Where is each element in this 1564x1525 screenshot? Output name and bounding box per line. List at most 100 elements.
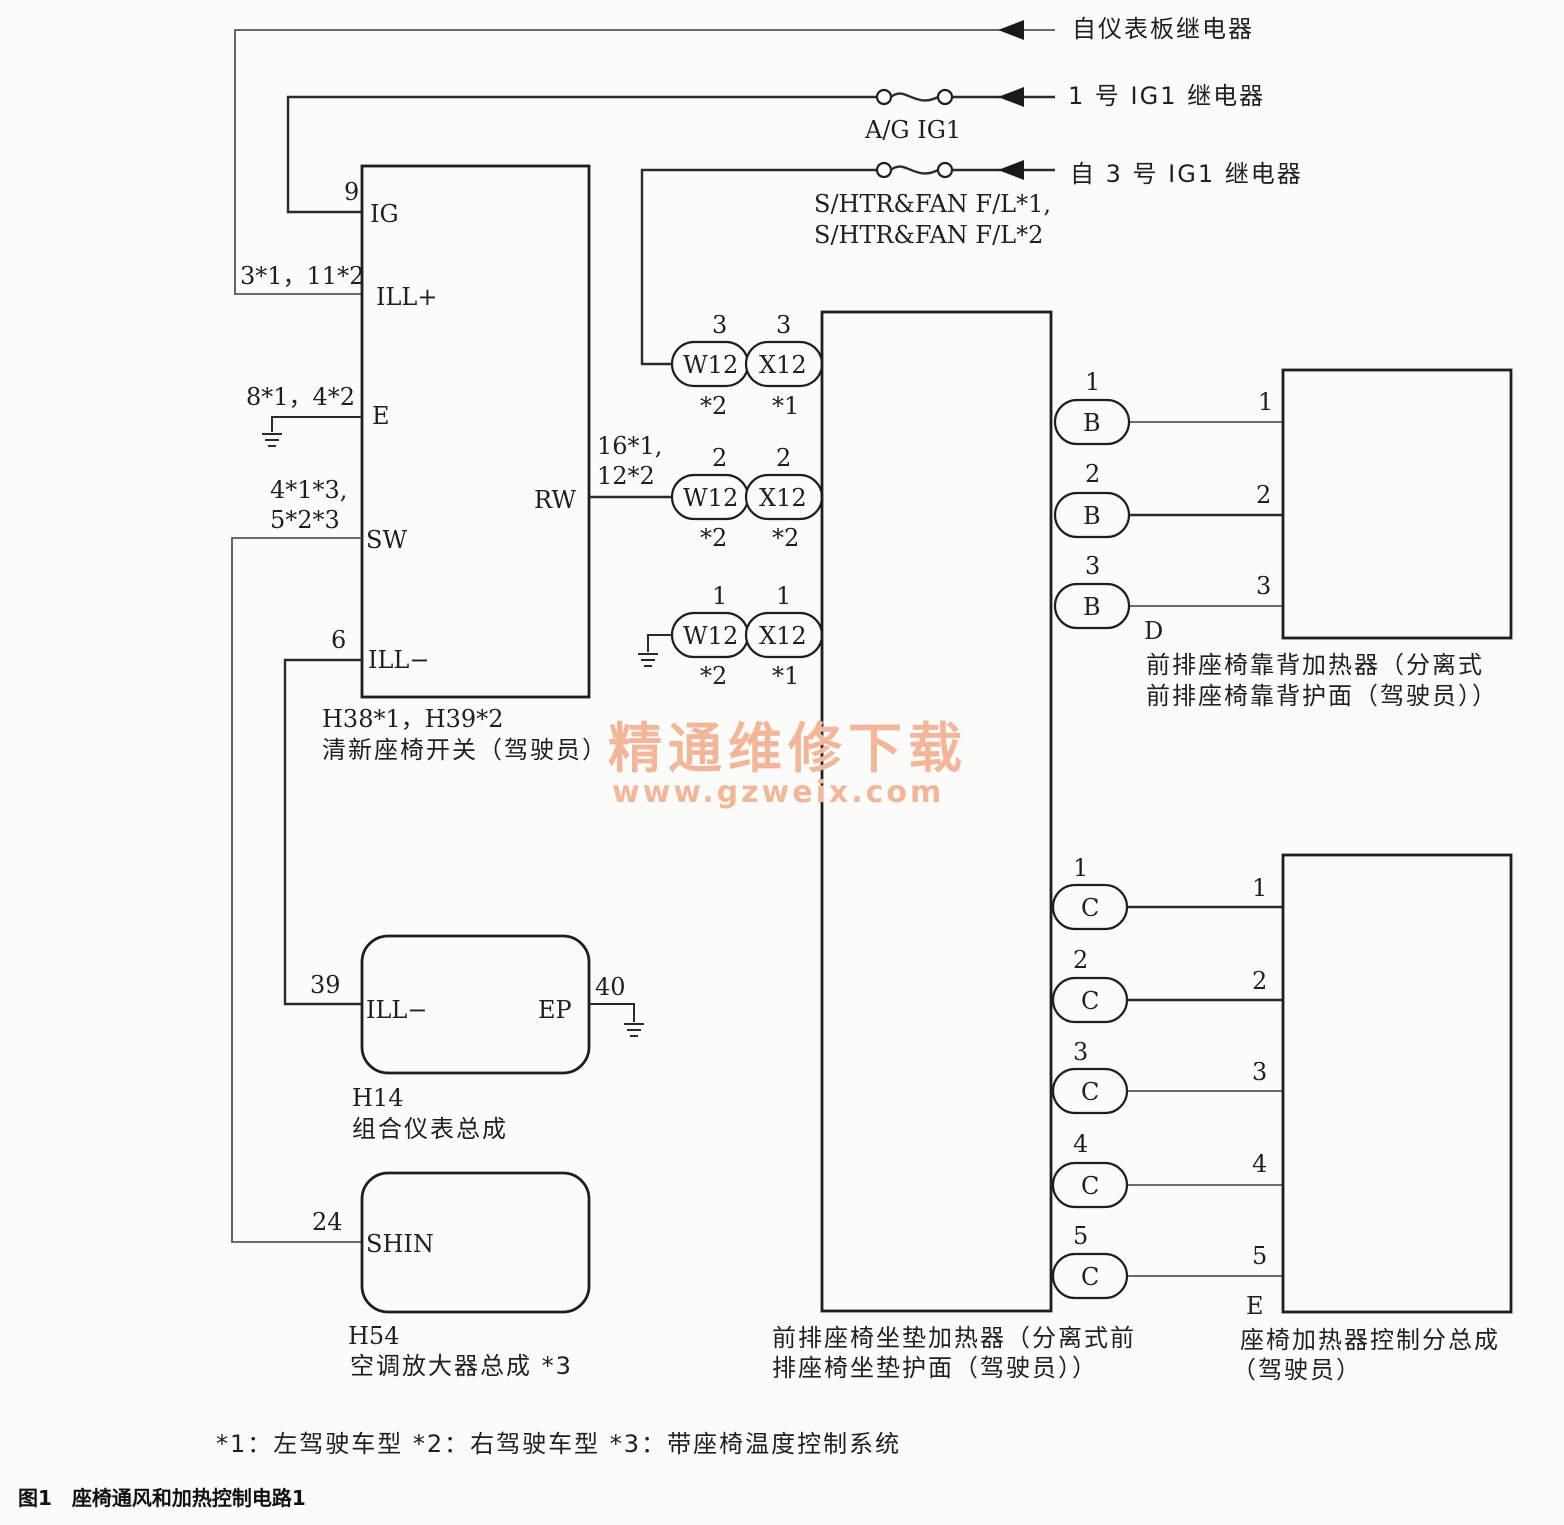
- meter-pin-illm-label: ILL−: [366, 996, 427, 1024]
- meter-pin-ep-number: 40: [595, 973, 626, 1001]
- b-label: B: [1083, 502, 1101, 530]
- c-label: C: [1081, 894, 1099, 922]
- ground-icon: [262, 416, 362, 447]
- c-pin: 1: [1073, 854, 1088, 882]
- pin-rw-number-1: 16*1,: [597, 432, 662, 460]
- b-label: B: [1083, 409, 1101, 437]
- meter-name: 组合仪表总成: [352, 1115, 508, 1143]
- b-connector-3: [1053, 582, 1131, 630]
- b-connectors: B B B 1 2 3 1 2 3: [1053, 368, 1283, 630]
- w12-note: *2: [700, 524, 727, 552]
- b-pin: 2: [1085, 460, 1100, 488]
- c-connectors: C C C C C 1 2 3 4 5 1 2 3 4 5: [1051, 854, 1283, 1300]
- controller-pin: 1: [1252, 874, 1267, 902]
- panel-relay-label: 自仪表板继电器: [1072, 15, 1254, 43]
- fuse-icon: [875, 88, 954, 106]
- pin-ig-number: 9: [344, 178, 359, 206]
- figure-caption: 图1 座椅通风和加热控制电路1: [18, 1486, 306, 1510]
- arrow-icon: [998, 160, 1024, 180]
- footnotes: *1：左驾驶车型 *2：右驾驶车型 *3：带座椅温度控制系统: [216, 1430, 901, 1458]
- b-connector-2: [1053, 491, 1131, 539]
- shtr-fuse-label-2: S/HTR&FAN F/L*2: [814, 221, 1043, 249]
- c-label: C: [1081, 987, 1099, 1015]
- meter-pin-illm-number: 39: [310, 971, 341, 999]
- watermark-url: www.gzweix.com: [612, 775, 944, 810]
- c-pin: 5: [1073, 1222, 1088, 1250]
- c-connector-2: [1051, 976, 1129, 1024]
- cushion-heater: 前排座椅坐垫加热器（分离式前 排座椅坐垫护面（驾驶员））: [772, 310, 1136, 1382]
- pin-e-number: 8*1，4*2: [246, 383, 355, 411]
- c-label: C: [1081, 1172, 1099, 1200]
- shtr-fuse-label-1: S/HTR&FAN F/L*1,: [814, 190, 1051, 218]
- amp-name: 空调放大器总成 *3: [350, 1352, 573, 1380]
- pin-ig-label: IG: [370, 200, 399, 228]
- meter-id: H14: [352, 1084, 403, 1112]
- back-heater-pin: 3: [1256, 572, 1271, 600]
- c-connector-5: [1051, 1252, 1129, 1300]
- pin-rw-number-2: 12*2: [597, 462, 655, 490]
- switch-id: H38*1，H39*2: [322, 705, 503, 733]
- b-pin: 3: [1085, 552, 1100, 580]
- controller-name-2: （驾驶员）: [1232, 1356, 1362, 1384]
- c-label: C: [1081, 1263, 1099, 1291]
- back-heater: D 前排座椅靠背加热器（分离式 前排座椅靠背护面（驾驶员））: [1144, 368, 1513, 710]
- controller-pin: 2: [1252, 967, 1267, 995]
- b-label: B: [1083, 593, 1101, 621]
- back-heater-name-1: 前排座椅靠背加热器（分离式: [1146, 651, 1484, 679]
- c-label: C: [1081, 1078, 1099, 1106]
- cushion-heater-name-1: 前排座椅坐垫加热器（分离式前: [772, 1324, 1136, 1352]
- pin-rw-label: RW: [534, 486, 577, 514]
- connector-w12-x12-row1: W12 X12 3 3 *2 *1: [670, 311, 824, 420]
- connector-w12-x12-row3: W12 X12 1 1 *2 *1: [670, 582, 824, 690]
- pin-sw-number-1: 4*1*3,: [270, 476, 347, 504]
- ig1-relay-1-label: 1 号 IG1 继电器: [1068, 82, 1265, 110]
- controller-pin: 4: [1252, 1150, 1267, 1178]
- connector-w12-x12-row2: W12 X12 2 2 *2 *2: [670, 444, 824, 552]
- fuse-icon: [875, 161, 954, 179]
- ill-minus-wire: [283, 658, 362, 1006]
- pin-illp-label: ILL+: [376, 283, 437, 311]
- pin-sw-label: SW: [366, 526, 407, 554]
- fresh-seat-switch: 9 IG 3*1，11*2 ILL+ 8*1，4*2 E 4*1*3, 5*2*…: [240, 164, 662, 764]
- arrow-icon: [998, 20, 1024, 40]
- back-heater-name-2: 前排座椅靠背护面（驾驶员））: [1146, 682, 1498, 710]
- meter-pin-ep-label: EP: [538, 996, 572, 1024]
- x12-pin: 1: [776, 582, 791, 610]
- x12-note: *2: [772, 524, 799, 552]
- w12-label: W12: [683, 351, 738, 379]
- ag-ig1-fuse-label: A/G IG1: [864, 116, 961, 144]
- w12-label: W12: [683, 622, 738, 650]
- x12-label: X12: [759, 622, 807, 650]
- back-heater-pin: 1: [1258, 388, 1273, 416]
- pin-illm-number: 6: [331, 626, 346, 654]
- panel-relay-feed: 自仪表板继电器: [234, 15, 1254, 295]
- seat-heater-controller: E 座椅加热器控制分总成 （驾驶员）: [1232, 853, 1513, 1384]
- ig1-relay-3-feed: 自 3 号 IG1 继电器 S/HTR&FAN F/L*1, S/HTR&FAN…: [640, 160, 1303, 366]
- combination-meter: 39 ILL− 40 EP H14 组合仪表总成: [310, 934, 626, 1143]
- ground-icon: [638, 634, 672, 667]
- c-connector-1: [1051, 883, 1129, 931]
- back-heater-id: D: [1144, 617, 1163, 645]
- pin-sw-number-2: 5*2*3: [270, 506, 340, 534]
- x12-pin: 3: [776, 311, 791, 339]
- ground-icon: [589, 1003, 644, 1037]
- w12-label: W12: [683, 484, 738, 512]
- ig1-relay-3-label: 自 3 号 IG1 继电器: [1070, 160, 1303, 188]
- x12-label: X12: [759, 484, 807, 512]
- arrow-icon: [998, 87, 1024, 107]
- w12-note: *2: [700, 392, 727, 420]
- ig1-relay-1-feed: 1 号 IG1 继电器 A/G IG1: [286, 82, 1265, 214]
- c-pin: 2: [1073, 946, 1088, 974]
- w12-pin: 2: [712, 444, 727, 472]
- pin-illp-number: 3*1，11*2: [240, 262, 364, 290]
- c-pin: 4: [1073, 1130, 1088, 1158]
- w12-pin: 1: [712, 582, 727, 610]
- controller-name-1: 座椅加热器控制分总成: [1240, 1326, 1500, 1354]
- b-pin: 1: [1085, 368, 1100, 396]
- x12-note: *1: [772, 392, 799, 420]
- amp-id: H54: [348, 1322, 399, 1350]
- sw-shin-wire: [231, 537, 362, 1243]
- pin-illm-label: ILL−: [368, 646, 429, 674]
- pin-e-label: E: [372, 402, 390, 430]
- x12-pin: 2: [776, 444, 791, 472]
